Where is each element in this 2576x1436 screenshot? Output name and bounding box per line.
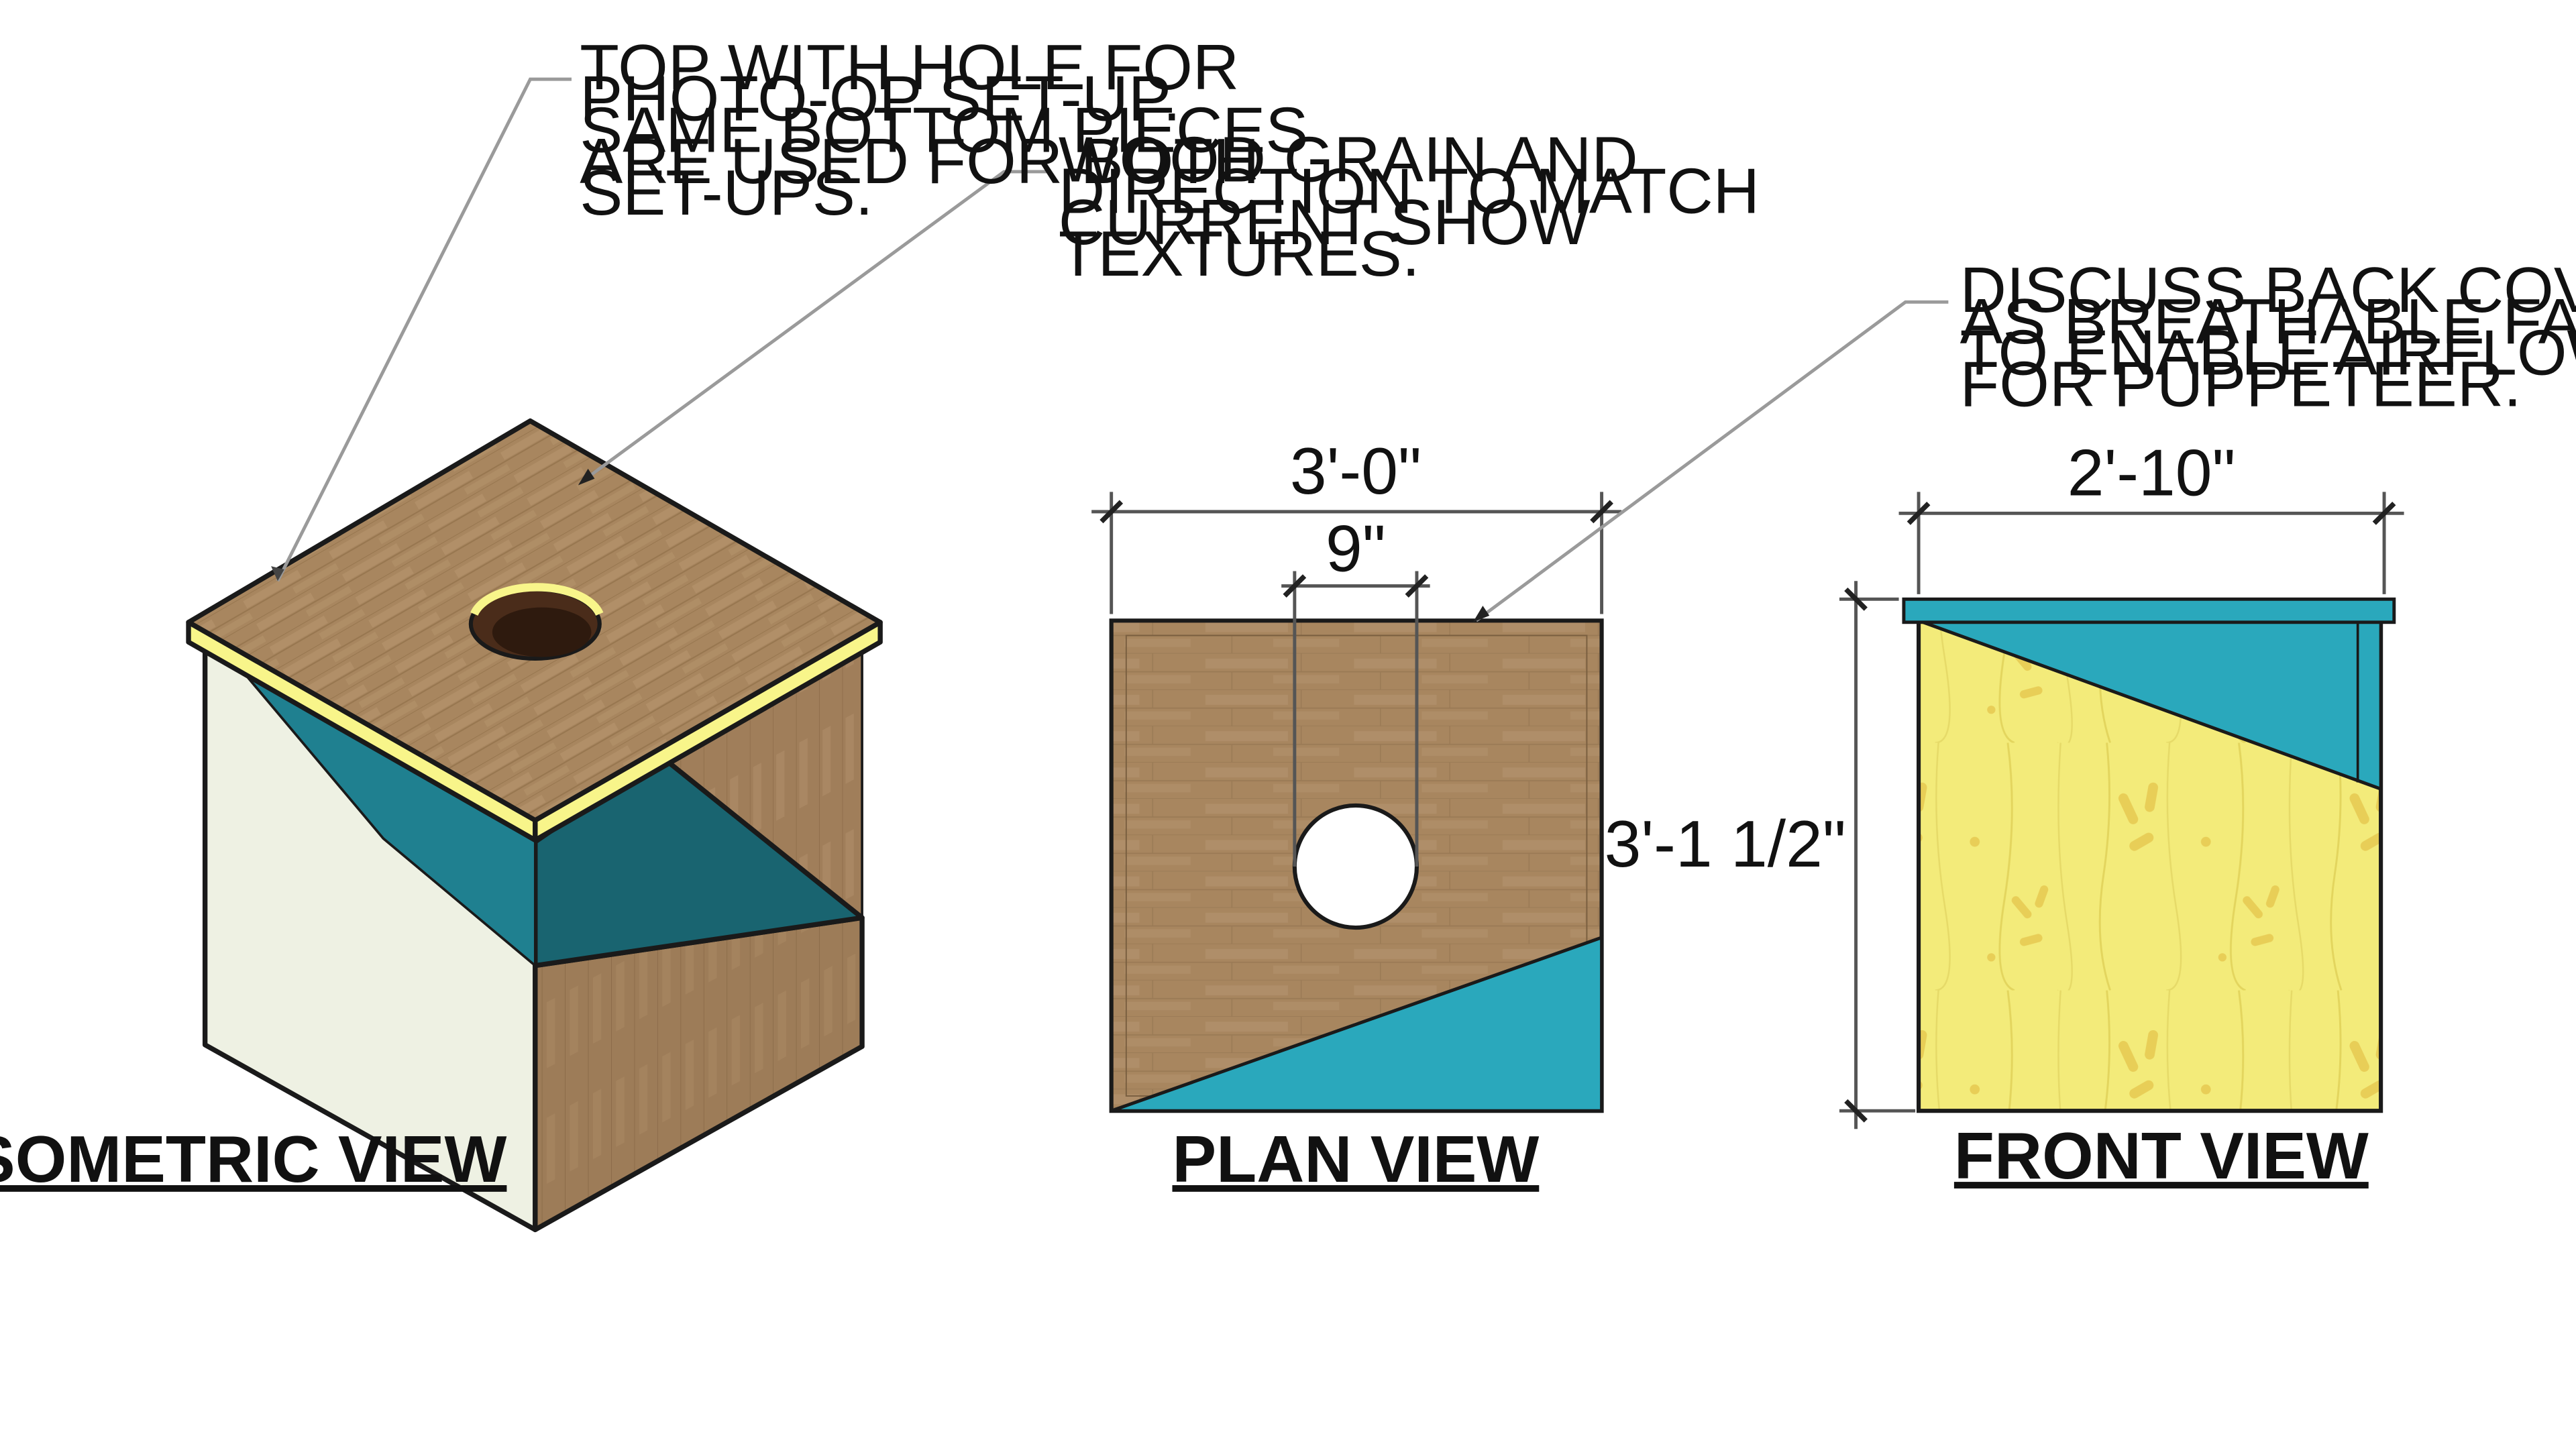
leader-lines	[271, 77, 1949, 622]
front-top-cap	[1902, 597, 2396, 624]
iso-photo-hole-inner	[492, 607, 592, 657]
note-back-cover-line-2: AS BREATHABLE FABRIC	[1960, 286, 2576, 357]
leader-back-cover	[1475, 300, 1949, 622]
note-top-hole-line-5: SET-UPS.	[580, 157, 873, 229]
leader-wood-grain	[580, 170, 1047, 484]
arrow-top-hole	[271, 566, 284, 582]
plan-view	[1091, 492, 1622, 1113]
note-wood-grain-line-4: TEXTURES.	[1059, 218, 1420, 290]
note-back-cover-line-4: FOR PUPPETEER.	[1960, 348, 2522, 420]
dim-plan-hole: 9"	[1326, 511, 1386, 585]
note-top-hole: TOP WITH HOLE FOR PHOTO-OP SET-UP. SAME …	[580, 32, 1308, 229]
note-back-cover-line-1: DISCUSS BACK COVER	[1960, 254, 2576, 326]
plan-photo-hole	[1292, 803, 1419, 930]
note-wood-grain-line-1: WOOD GRAIN AND	[1059, 124, 1638, 196]
note-wood-grain: WOOD GRAIN AND DIRECTION TO MATCH CURREN…	[1059, 124, 1760, 290]
arrow-back-cover	[1472, 606, 1490, 622]
iso-right-lower-panel	[533, 915, 865, 1233]
note-top-hole-line-4: ARE USED FOR BOTH	[580, 125, 1259, 197]
note-back-cover-line-3: TO ENABLE AIRFLOW	[1960, 317, 2576, 389]
dim-front-height: 3'-1 1/2"	[1605, 807, 1846, 881]
note-top-hole-line-3: SAME BOTTOM PIECES	[580, 94, 1308, 166]
note-top-hole-line-2: PHOTO-OP SET-UP.	[580, 63, 1181, 135]
arrow-wood-grain	[578, 468, 595, 486]
title-isometric-view: ISOMETRIC VIEW	[0, 1122, 506, 1196]
isometric-view	[186, 418, 883, 1233]
title-plan-view: PLAN VIEW	[1172, 1122, 1539, 1196]
title-front-view: FRONT VIEW	[1954, 1119, 2369, 1193]
dim-front-width: 2'-10"	[2068, 435, 2236, 509]
leader-top-hole	[276, 77, 572, 582]
note-wood-grain-line-3: CURRENT SHOW	[1059, 186, 1591, 258]
plan-teal-wedge	[1110, 935, 1604, 1113]
note-top-hole-line-1: TOP WITH HOLE FOR	[580, 32, 1239, 103]
note-back-cover: DISCUSS BACK COVER AS BREATHABLE FABRIC …	[1960, 254, 2576, 420]
dim-plan-width: 3'-0"	[1290, 434, 1421, 508]
iso-top-edge-right	[533, 620, 883, 843]
front-view	[1839, 492, 2404, 1129]
note-wood-grain-line-2: DIRECTION TO MATCH	[1059, 155, 1760, 227]
